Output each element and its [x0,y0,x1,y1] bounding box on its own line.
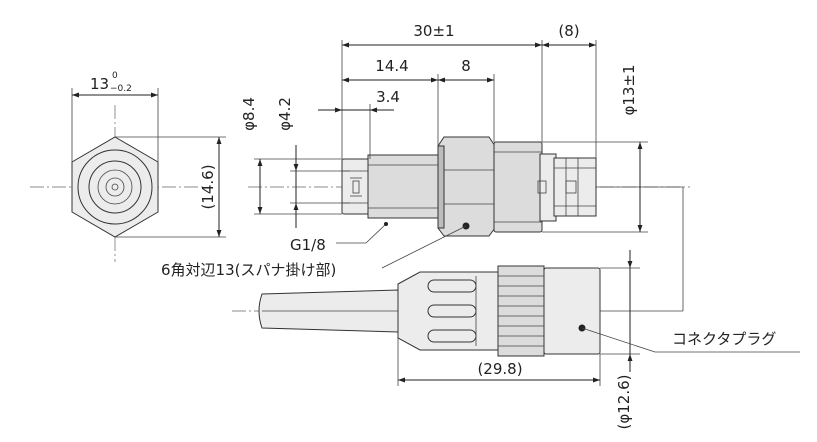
dim-phi-13: φ13±1 [620,64,638,115]
hex-tol-upper: 0 [112,71,118,81]
dim-8: 8 [461,57,471,75]
dim-14-4: 14.4 [375,57,408,75]
dim-8-paren: (8) [558,22,579,40]
hex-width-label: 13 [90,75,109,93]
dim-phi-4-2: φ4.2 [276,97,294,131]
dim-29-8: (29.8) [477,360,522,378]
hex-tol-lower: −0.2 [110,84,132,94]
thread-label: G1/8 [290,236,326,254]
hex-note-label: 6角対辺13(スパナ掛け部) [161,261,336,279]
dim-30: 30±1 [413,22,454,40]
hex-end-view [30,88,226,262]
sensor-side-view [248,40,690,312]
dim-3-4: 3.4 [376,88,400,106]
dim-phi-8-4: φ8.4 [240,97,258,131]
connector-plug [232,250,800,386]
connector-label: コネクタプラグ [672,330,776,348]
hex-height-label: (14.6) [199,164,217,209]
dim-phi-12-6: (φ12.6) [615,375,633,430]
